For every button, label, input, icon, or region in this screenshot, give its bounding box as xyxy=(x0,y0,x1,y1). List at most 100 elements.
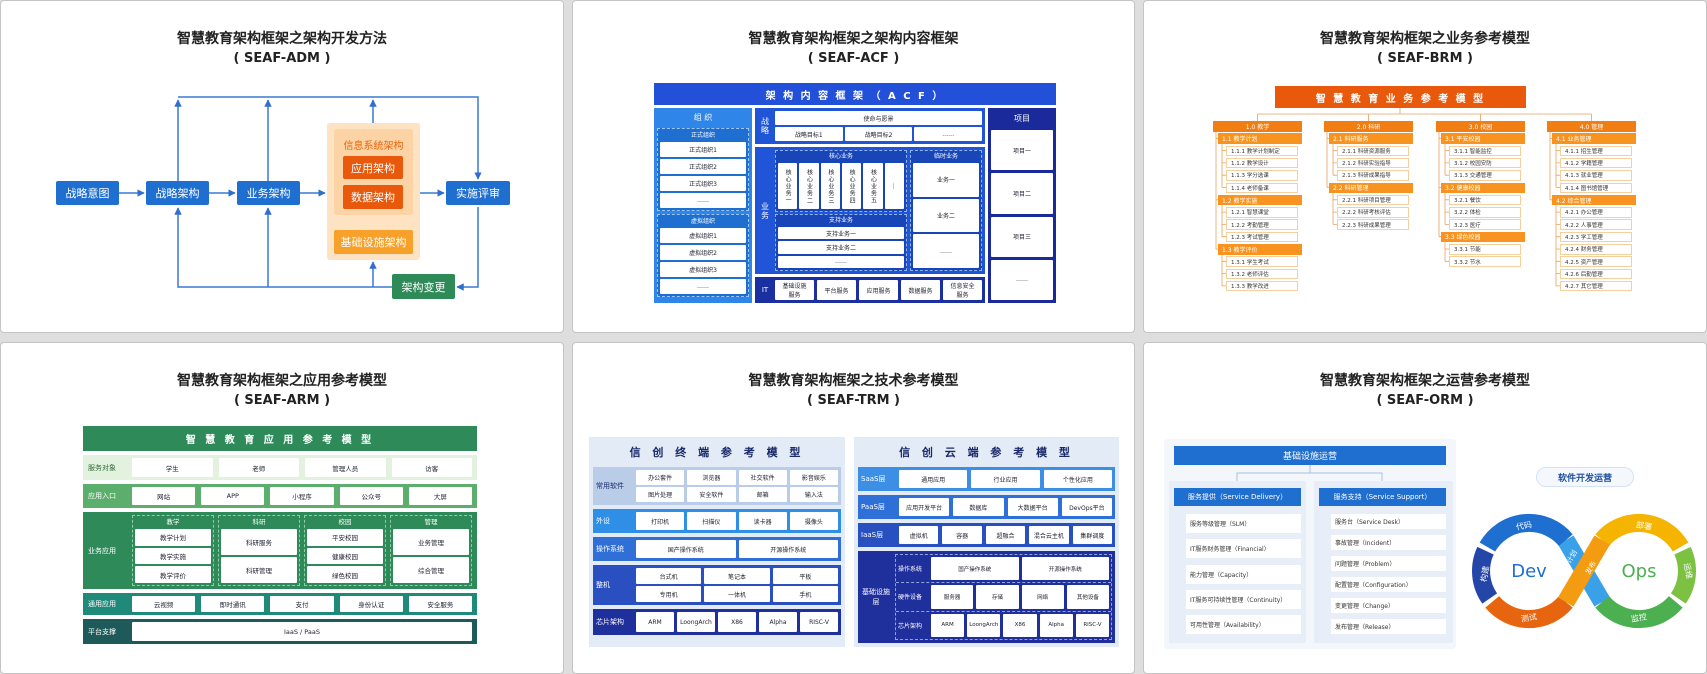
arm-row-item: 云视频 xyxy=(132,596,196,612)
terminal-item: 影音娱乐 xyxy=(789,470,838,485)
project-item: 项目二 xyxy=(991,173,1053,214)
arm-business-item: 健康校园 xyxy=(307,547,383,565)
support-business-label: 支持业务 xyxy=(828,217,853,224)
arm-row-business: 业务应用教学教学计划教学实施教学评价科研科研服务科研管理校园平安校园健康校园绿色… xyxy=(83,512,477,589)
business-row: 业务核心业务核心业务一核心业务二核心业务三核心业务四核心业务五…支持业务支持业务… xyxy=(755,147,985,274)
brm-group-header: 2.2 科研管理 xyxy=(1329,182,1413,193)
terminal-item: ARM xyxy=(636,612,674,632)
brm-group-header: 4.2 综合管理 xyxy=(1552,194,1636,206)
support-item: 配置管理（Configuration） xyxy=(1331,577,1446,592)
cloud-item: 应用开发平台 xyxy=(899,498,950,516)
brm-item: 1.1.4 老师备课 xyxy=(1226,182,1298,193)
cloud-item: 混合云主机 xyxy=(1029,526,1069,544)
arm-row-item: 公众号 xyxy=(339,487,403,505)
brm-item: 3.2.1 餐饮 xyxy=(1449,194,1521,206)
panel-subtitle: ( SEAF-ACF ) xyxy=(807,51,900,66)
arm-row-item: 学生 xyxy=(132,458,213,477)
panel-subtitle: ( SEAF-ADM ) xyxy=(233,51,331,66)
cloud-layer: IaaS层虚拟机容器超融合混合云主机集群调度 xyxy=(858,523,1115,547)
terminal-item: 读卡器 xyxy=(738,512,787,530)
arm-row-item: 大屏 xyxy=(408,487,473,505)
arm-row-item: APP xyxy=(201,487,265,505)
infra-item: LoongArch xyxy=(967,613,1001,637)
panel-title: 智慧教育架构框架之应用参考模型 xyxy=(177,373,387,389)
org-item: 虚拟组织1 xyxy=(660,228,746,243)
brm-item: 2.1.1 科研资源服务 xyxy=(1337,145,1409,157)
support-business-item: 支持业务二 xyxy=(778,241,904,254)
support-item: 变更管理（Change） xyxy=(1331,598,1446,613)
devops-stage-operate: 运维 xyxy=(1682,562,1695,579)
brm-item: 3.3.1 节能 xyxy=(1449,244,1521,255)
arm-header: 智 慧 教 育 应 用 参 考 模 型 xyxy=(83,426,477,451)
orm-connectors xyxy=(1185,465,1383,629)
cloud-item: 数据库 xyxy=(953,498,1004,516)
temp-business: 临时业务业务一业务二…… xyxy=(910,150,982,271)
devops-stage-monitor: 监控 xyxy=(1630,611,1647,624)
terminal-item: Alpha xyxy=(759,612,797,632)
terminal-item: 浏览器 xyxy=(687,470,736,485)
org-item: 虚拟组织2 xyxy=(660,245,746,260)
org-item: …… xyxy=(660,193,746,208)
project-label: 项目 xyxy=(1014,114,1030,123)
core-support-area: 核心业务核心业务一核心业务二核心业务三核心业务四核心业务五…支持业务支持业务一支… xyxy=(775,150,907,271)
cloud-item: 行业应用 xyxy=(971,470,1040,488)
terminal-layer-items: 台式机笔记本平板专用机一体机手机 xyxy=(636,568,838,602)
org-item: 正式组织3 xyxy=(660,176,746,191)
panel-arm: 智慧教育架构框架之应用参考模型 ( SEAF-ARM ) 智 慧 教 育 应 用… xyxy=(0,342,564,674)
brm-item: 2.2.1 科研项目管理 xyxy=(1337,194,1409,206)
temp-business-item: 业务二 xyxy=(913,198,979,233)
core-business-item: 核心业务二 xyxy=(799,163,819,209)
core-business-item: 核心业务五 xyxy=(863,163,883,209)
brm-item: 1.2.3 考试管理 xyxy=(1226,231,1298,243)
arm-business-group: 科研科研服务科研管理 xyxy=(218,515,300,586)
brm-column-header: 4.0 管理 xyxy=(1547,121,1636,132)
terminal-layer-label: 芯片架构 xyxy=(596,618,624,626)
terminal-item: 一体机 xyxy=(704,586,770,602)
business-label: 业务 xyxy=(760,201,770,220)
devops-stage-build: 构建 xyxy=(1478,565,1491,582)
arm-row-item: 访客 xyxy=(391,458,472,477)
core-business-label: 核心业务 xyxy=(828,153,853,160)
brm-column-header: 3.0 校园 xyxy=(1436,121,1525,132)
brm-item: 3.2.2 体检 xyxy=(1449,207,1521,218)
core-business: 核心业务核心业务一核心业务二核心业务三核心业务四核心业务五… xyxy=(775,150,907,212)
cloud-item: 个性化应用 xyxy=(1043,470,1112,488)
arm-business-item: 综合管理 xyxy=(393,557,469,583)
terminal-title: 信 创 终 端 参 考 模 型 xyxy=(629,446,805,459)
terminal-item: 开源操作系统 xyxy=(738,540,838,558)
strategy-goal: 战略目标2 xyxy=(844,127,913,141)
infra-arch-box: 基础设施架构 xyxy=(334,230,413,254)
brm-column-header: 2.0 科研 xyxy=(1324,121,1413,132)
brm-item: 4.2.7 其它管理 xyxy=(1560,280,1632,292)
strategy-intent-box: 战略意图 xyxy=(56,181,119,205)
arm-business-group: 校园平安校园健康校园绿色校园 xyxy=(304,515,386,586)
terminal-item: 邮箱 xyxy=(738,487,787,502)
terminal-item: 打印机 xyxy=(636,512,685,530)
arm-row-item: 管理人员 xyxy=(305,458,386,477)
panel-brm: 智慧教育架构框架之业务参考模型 ( SEAF-BRM ) 智 慧 教 育 业 务… xyxy=(1143,0,1707,333)
delivery-item: 能力管理（Capacity） xyxy=(1186,564,1301,584)
terminal-item-row: 台式机笔记本平板 xyxy=(636,568,838,584)
brm-column-header: 1.0 教学 xyxy=(1213,121,1302,132)
cloud-layer-label: PaaS层 xyxy=(861,503,885,511)
arm-row-item: 安全服务 xyxy=(408,596,473,612)
it-service: 应用服务 xyxy=(859,280,898,300)
panel-title: 智慧教育架构框架之业务参考模型 xyxy=(1320,31,1530,47)
panel-title: 智慧教育架构框架之架构开发方法 xyxy=(177,31,387,47)
arm-business-item: 平安校园 xyxy=(307,529,383,546)
support-business: 支持业务支持业务一支持业务二…… xyxy=(775,214,907,271)
arm-business-item: 业务管理 xyxy=(393,529,469,555)
infra-item: 国产操作系统 xyxy=(931,557,1019,581)
terminal-item: 专用机 xyxy=(636,586,702,602)
terminal-item: 平板 xyxy=(772,568,838,584)
delivery-item: 可用性管理（Availability） xyxy=(1186,615,1301,635)
panel-trm: 智慧教育架构框架之技术参考模型 ( SEAF-TRM ) 信 创 终 端 参 考… xyxy=(572,342,1135,674)
